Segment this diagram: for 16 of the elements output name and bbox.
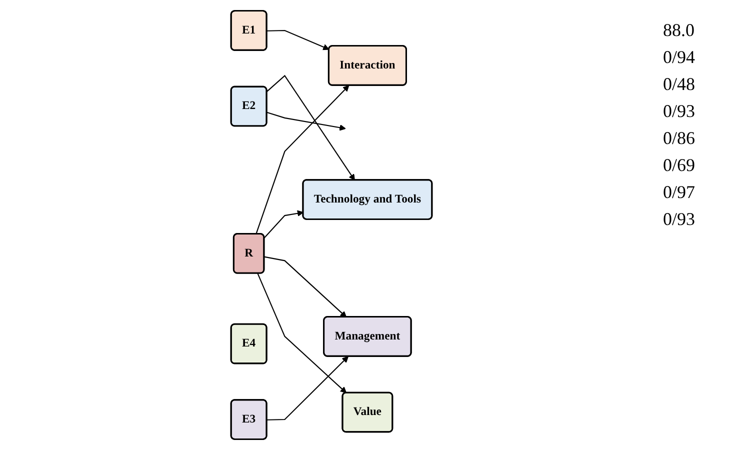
arrow	[256, 85, 350, 234]
path-coefficient: 0/86	[663, 128, 696, 149]
path-coefficient: 0/69	[663, 155, 696, 176]
path-coefficient: 0/93	[663, 209, 696, 230]
path-coefficient: 0/94	[663, 47, 696, 68]
arrow	[257, 273, 347, 394]
path-coefficient: 0/48	[663, 74, 696, 95]
arrow	[264, 210, 304, 238]
arrow	[266, 112, 346, 131]
path-coefficient: 88.0	[663, 20, 696, 41]
arrow	[264, 256, 347, 318]
path-coefficient: 0/93	[663, 101, 696, 122]
arrow	[266, 356, 348, 420]
arrow	[266, 74, 355, 180]
path-coefficient: 0/97	[663, 182, 696, 203]
arrow	[266, 30, 330, 50]
